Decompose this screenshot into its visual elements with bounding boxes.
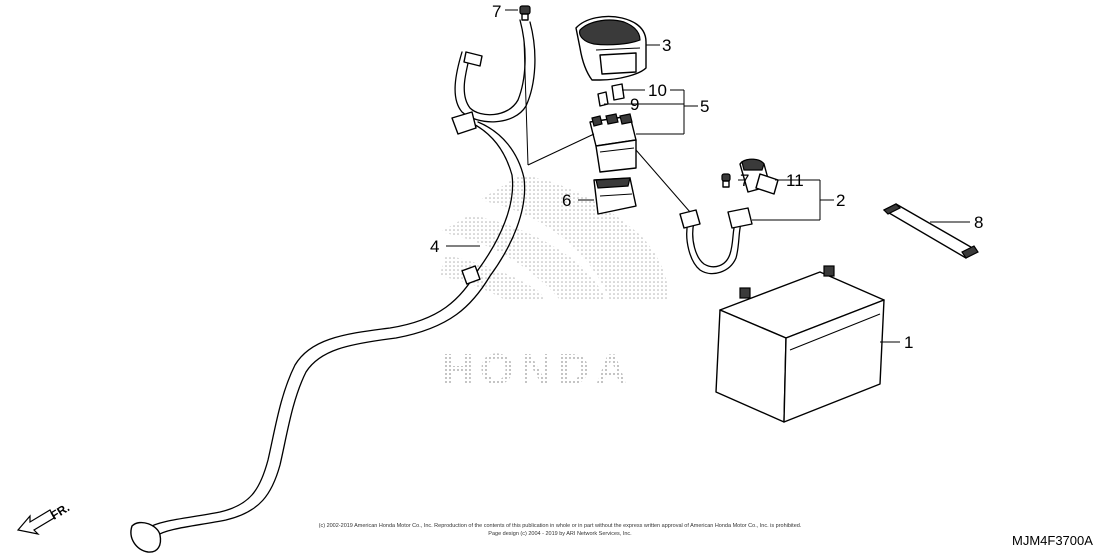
part-5-starter-relay — [589, 113, 637, 173]
copyright-line-2: Page design (c) 2004 - 2019 by ARI Netwo… — [488, 531, 632, 537]
part-7-bolt-middle — [721, 173, 731, 188]
part-10-fuse — [611, 83, 625, 101]
callout-9: 9 — [630, 95, 639, 114]
callout-11: 11 — [786, 171, 804, 190]
front-arrow-icon — [16, 509, 55, 535]
diagram-code: MJM4F3700A — [1012, 533, 1093, 548]
callout-3: 3 — [662, 36, 671, 55]
callout-1: 1 — [904, 333, 913, 352]
part-2-battery-cable — [635, 149, 753, 275]
part-1-battery — [715, 265, 885, 423]
callout-4: 4 — [430, 237, 439, 256]
callout-7-top: 7 — [492, 2, 501, 21]
part-6-relay-holder — [593, 177, 637, 215]
part-4-wire-harness — [130, 19, 536, 553]
callout-8: 8 — [974, 213, 983, 232]
part-11-terminal-cap — [739, 158, 779, 195]
callout-numbers: 7 3 10 9 5 6 7 11 2 8 4 1 — [430, 2, 983, 352]
callout-6: 6 — [562, 191, 571, 210]
leader-lines — [446, 9, 970, 343]
callout-7-middle: 7 — [740, 171, 749, 190]
callout-5: 5 — [700, 97, 709, 116]
callout-10: 10 — [648, 81, 667, 100]
copyright-line-1: (c) 2002-2019 American Honda Motor Co., … — [319, 523, 802, 529]
honda-watermark-text: HONDA — [442, 345, 633, 394]
front-direction-indicator: FR. — [16, 500, 72, 535]
part-8-battery-band — [882, 203, 979, 259]
callout-2: 2 — [836, 191, 845, 210]
honda-wing-watermark — [440, 175, 669, 300]
part-3-terminal-cover — [575, 15, 647, 81]
part-7-bolt-top — [519, 5, 531, 21]
